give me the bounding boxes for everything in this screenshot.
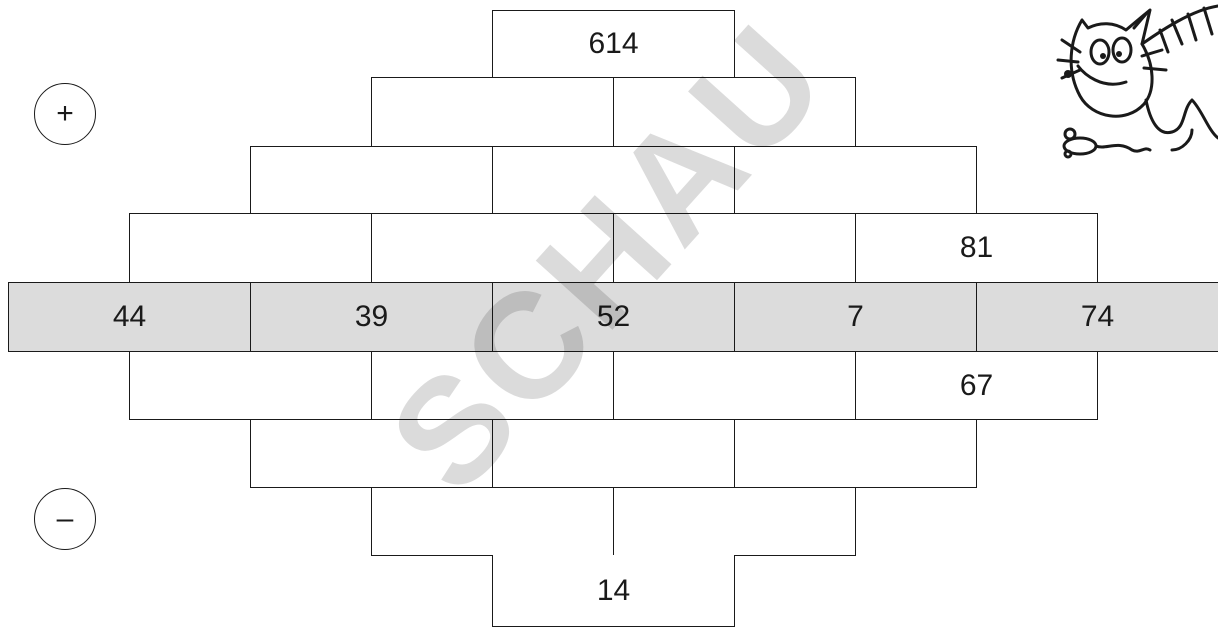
bottom-row1-cell-1[interactable] xyxy=(129,351,372,420)
bottom-row1-cell-3[interactable] xyxy=(613,351,856,420)
bottom-row3-cell-2[interactable] xyxy=(613,487,856,556)
top-row4-cell-3[interactable] xyxy=(613,213,856,283)
top-row1-cell-1[interactable]: 614 xyxy=(492,10,735,78)
plus-operator-icon: + xyxy=(34,83,96,145)
bottom-row2-cell-1[interactable] xyxy=(250,419,493,488)
bottom-row2-cell-2[interactable] xyxy=(492,419,735,488)
top-row3-cell-1[interactable] xyxy=(250,146,493,214)
bottom-row4-cell-1[interactable]: 14 xyxy=(492,555,735,627)
plus-sign: + xyxy=(56,99,74,129)
top-row2-cell-2[interactable] xyxy=(613,77,856,147)
top-row4-cell-1[interactable] xyxy=(129,213,372,283)
bottom-row3-cell-1[interactable] xyxy=(371,487,614,556)
top-row4-cell-2[interactable] xyxy=(371,213,614,283)
bottom-row1-cell-2[interactable] xyxy=(371,351,614,420)
minus-sign: – xyxy=(57,504,74,534)
minus-operator-icon: – xyxy=(34,488,96,550)
top-row3-cell-3[interactable] xyxy=(734,146,977,214)
bottom-row2-cell-3[interactable] xyxy=(734,419,977,488)
base-cell-2: 39 xyxy=(250,282,493,352)
cat-mouse-illustration-icon xyxy=(1022,0,1218,166)
base-cell-5: 74 xyxy=(976,282,1218,352)
bottom-row1-cell-4[interactable]: 67 xyxy=(855,351,1098,420)
top-row3-cell-2[interactable] xyxy=(492,146,735,214)
top-row2-cell-1[interactable] xyxy=(371,77,614,147)
top-row4-cell-4[interactable]: 81 xyxy=(855,213,1098,283)
base-cell-3: 52 xyxy=(492,282,735,352)
base-cell-1: 44 xyxy=(8,282,251,352)
base-cell-4: 7 xyxy=(734,282,977,352)
